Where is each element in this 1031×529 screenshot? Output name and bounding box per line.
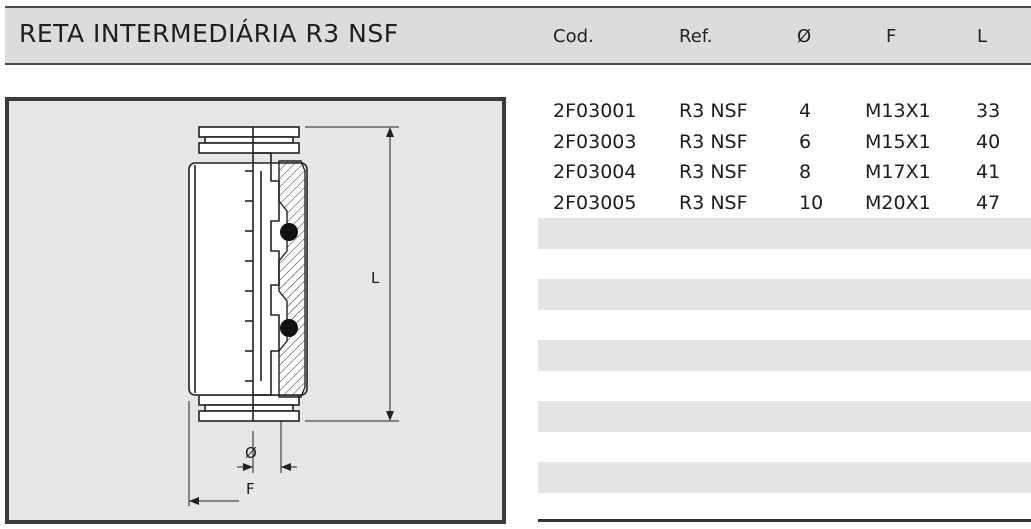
table-row (538, 462, 1031, 493)
cell-ref: R3 NSF (679, 100, 748, 122)
column-header-f: F (886, 26, 897, 47)
page-title: RETA INTERMEDIÁRIA R3 NSF (19, 19, 399, 48)
table-row (538, 401, 1031, 432)
table-row (538, 371, 1031, 402)
product-table: 2F03001 R3 NSF 4 M13X1 33 2F03003 R3 NSF 6 M15X1… (538, 96, 1031, 523)
cell-cod: 2F03004 (553, 161, 637, 183)
column-header-diameter: Ø (797, 26, 812, 47)
table-row (538, 432, 1031, 463)
diameter-dimension-label: Ø (245, 444, 257, 462)
table-row: 2F03005 R3 NSF 10 M20X1 47 (538, 188, 1031, 219)
cell-f: M17X1 (865, 161, 931, 183)
cell-ref: R3 NSF (679, 130, 748, 153)
cell-l: 40 (976, 130, 1001, 153)
cell-cod: 2F03005 (553, 191, 637, 214)
table-row (538, 310, 1031, 341)
table-row (538, 279, 1031, 310)
thread-dimension-label: F (246, 480, 255, 498)
cell-diameter: 8 (799, 161, 812, 183)
length-dimension-label: L (371, 269, 380, 287)
cell-cod: 2F03003 (553, 130, 637, 153)
table-row: 2F03001 R3 NSF 4 M13X1 33 (538, 96, 1031, 127)
cell-cod: 2F03001 (553, 100, 637, 122)
table-row (538, 249, 1031, 280)
cell-f: M15X1 (865, 130, 931, 153)
cell-f: M13X1 (865, 100, 931, 122)
cell-l: 33 (976, 100, 1001, 122)
column-header-cod: Cod. (553, 26, 594, 47)
cell-ref: R3 NSF (679, 161, 748, 183)
column-header-l: L (977, 26, 988, 47)
table-bottom-rule (538, 519, 1031, 522)
cell-l: 47 (976, 191, 1001, 214)
cell-diameter: 6 (799, 130, 812, 153)
cell-f: M20X1 (865, 191, 931, 214)
fitting-drawing: L Ø F (188, 126, 399, 506)
technical-drawing-panel: L Ø F (5, 97, 506, 524)
table-row: 2F03004 R3 NSF 8 M17X1 41 (538, 157, 1031, 188)
column-header-ref: Ref. (679, 26, 713, 47)
cell-ref: R3 NSF (679, 191, 748, 214)
cell-l: 41 (976, 161, 1001, 183)
cell-diameter: 10 (799, 191, 824, 214)
table-row: 2F03003 R3 NSF 6 M15X1 40 (538, 127, 1031, 158)
table-row (538, 218, 1031, 249)
cell-diameter: 4 (799, 100, 812, 122)
table-row (538, 340, 1031, 371)
header-bar: RETA INTERMEDIÁRIA R3 NSF Cod. Ref. Ø F … (5, 6, 1031, 65)
